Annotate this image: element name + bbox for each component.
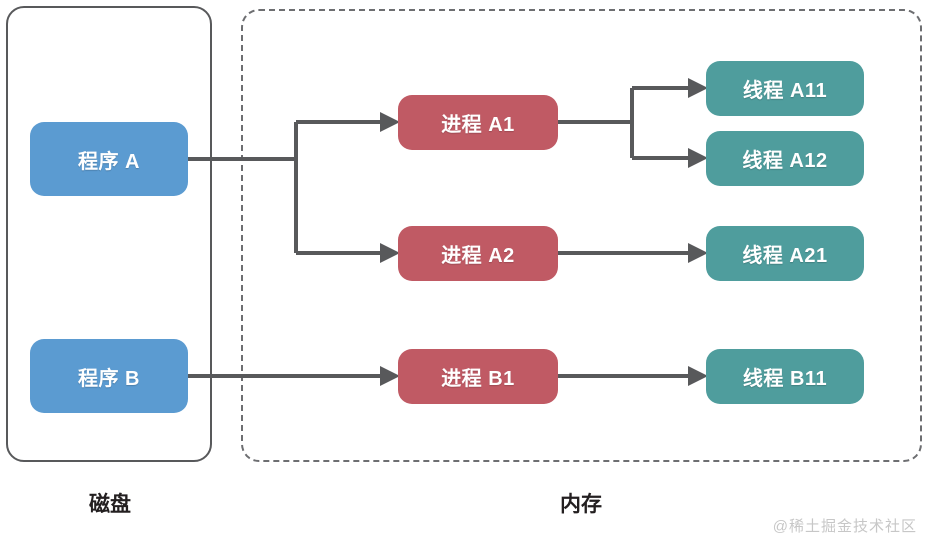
node-program-a-label: 程序 A	[78, 150, 140, 173]
node-thread-a11[interactable]: 线程 A11	[706, 61, 864, 116]
node-process-b1[interactable]: 进程 B1	[398, 349, 558, 404]
disk-zone-label: 磁盘	[89, 493, 131, 516]
node-process-a2-label: 进程 A2	[441, 245, 515, 267]
node-program-b-label: 程序 B	[78, 367, 140, 390]
watermark-text: @稀土掘金技术社区	[772, 518, 917, 535]
node-thread-a12-label: 线程 A12	[742, 150, 828, 172]
node-process-a2[interactable]: 进程 A2	[398, 226, 558, 281]
memory-zone-label: 内存	[560, 493, 602, 516]
node-thread-a21-label: 线程 A21	[742, 245, 828, 267]
node-thread-b11[interactable]: 线程 B11	[706, 349, 864, 404]
node-program-a[interactable]: 程序 A	[30, 122, 188, 196]
node-program-b[interactable]: 程序 B	[30, 339, 188, 413]
node-thread-b11-label: 线程 B11	[742, 368, 828, 390]
node-thread-a21[interactable]: 线程 A21	[706, 226, 864, 281]
memory-zone-container	[241, 9, 922, 462]
node-thread-a12[interactable]: 线程 A12	[706, 131, 864, 186]
node-process-b1-label: 进程 B1	[441, 368, 515, 390]
node-process-a1[interactable]: 进程 A1	[398, 95, 558, 150]
node-process-a1-label: 进程 A1	[441, 114, 515, 136]
node-thread-a11-label: 线程 A11	[742, 80, 828, 102]
